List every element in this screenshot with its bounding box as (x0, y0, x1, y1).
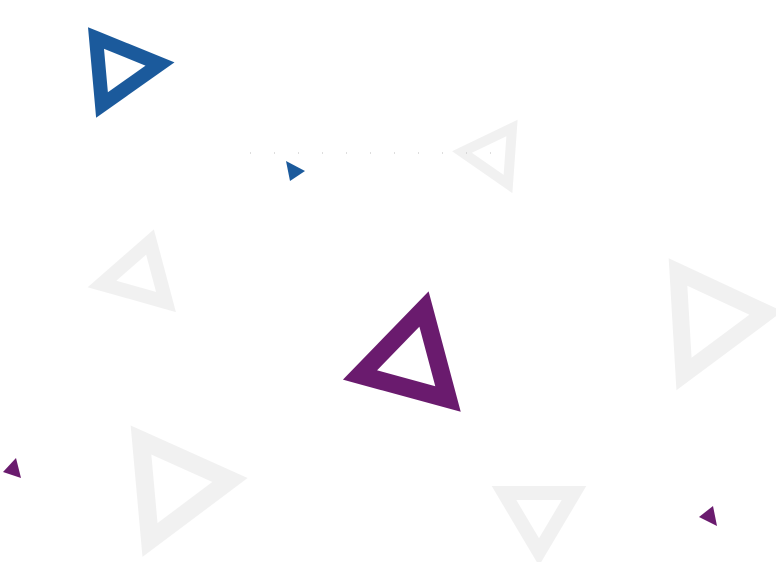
triangle-outline-blue (88, 27, 175, 118)
triangle-filled-purple (3, 458, 21, 478)
triangle-outline-gray (87, 229, 176, 313)
triangle-outline-gray (130, 425, 248, 557)
triangle-outline-gray (668, 258, 776, 391)
triangle-filled-purple (699, 506, 717, 526)
triangle-outline-purple (342, 291, 461, 412)
triangle-filled-blue (286, 161, 305, 181)
triangle-outline-gray (452, 119, 518, 194)
triangle-outline-gray (491, 486, 587, 562)
